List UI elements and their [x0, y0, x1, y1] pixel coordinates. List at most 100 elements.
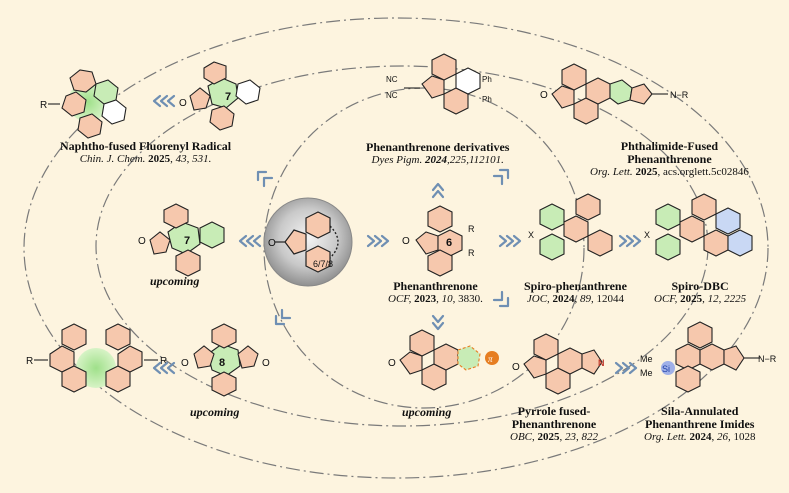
- svg-text:N−R: N−R: [758, 354, 777, 364]
- ref-volume: 43: [175, 153, 187, 165]
- ref-doi: acs.orglett.5c02846: [662, 166, 749, 178]
- ref-pages: 2225: [724, 293, 747, 305]
- label-spiro-phenanthrene: Spiro-phenanthrene JOC, 2024, 89, 12044: [524, 279, 627, 306]
- svg-text:Ph: Ph: [482, 95, 492, 104]
- ref-year: 2023: [414, 293, 437, 305]
- svg-text:O: O: [540, 90, 548, 101]
- ref-journal: Dyes Pigm.: [371, 154, 423, 166]
- svg-text:π: π: [488, 354, 493, 364]
- label-naphtho-fused: Naphtho-fused Fluorenyl Radical Chin. J.…: [60, 139, 232, 166]
- ref-journal: OCF,: [654, 293, 678, 305]
- arrow-right-sila: [614, 361, 638, 375]
- ref-pages: 112101.: [468, 154, 504, 166]
- ref-year: 2024: [552, 293, 575, 305]
- svg-text:N: N: [598, 358, 605, 368]
- svg-text:O: O: [262, 358, 270, 369]
- molecule-naphtho-fluorenyl-radical: [48, 69, 127, 139]
- molecule-phenanthrenone: [415, 205, 463, 277]
- svg-text:O: O: [181, 358, 189, 369]
- ref-year: 2024: [689, 431, 712, 443]
- svg-text:6/7/8: 6/7/8: [313, 259, 333, 269]
- svg-text:R: R: [468, 248, 475, 258]
- ref-pages: 1028: [733, 431, 756, 443]
- svg-text:O: O: [179, 98, 187, 109]
- label-phthalimide-fused: Phthalimide-Fused Phenanthrenone Org. Le…: [590, 139, 749, 179]
- molecule-spiro-dbc: [655, 193, 753, 261]
- molecule-eight-ring-dione: [193, 323, 259, 397]
- molecule-sila-annulated: [661, 321, 760, 393]
- label-title: Sila-Annulated: [661, 404, 739, 418]
- label-title: Pyrrole fused-: [517, 404, 591, 418]
- ref-volume: 23: [565, 431, 576, 443]
- label-phenanthrenone-derivatives: Phenanthrenone derivatives Dyes Pigm. 20…: [366, 140, 510, 167]
- ref-journal: Chin. J. Chem.: [79, 153, 146, 165]
- arrows: [152, 94, 642, 375]
- label-spiro-dbc: Spiro-DBC OCF, 2025, 12, 2225: [654, 279, 747, 306]
- label-title: Spiro-phenanthrene: [524, 279, 627, 293]
- ref-volume: 225: [449, 154, 467, 166]
- ref-journal: OCF,: [388, 293, 412, 305]
- svg-text:R: R: [468, 224, 475, 234]
- svg-text:7: 7: [184, 235, 190, 247]
- svg-text:X: X: [644, 230, 650, 240]
- label-phenanthrenone: Phenanthrenone OCF, 2023, 10, 3830.: [388, 279, 483, 306]
- arrow-right-spiro: [498, 234, 522, 248]
- label-title-line2: Phenanthrene Imides: [644, 417, 755, 431]
- molecule-phthalimide-fused: [551, 63, 668, 125]
- svg-text:X: X: [528, 230, 534, 240]
- ref-journal: JOC,: [526, 293, 550, 305]
- arrow-right-center: [366, 234, 390, 248]
- label-pyrrole-fused: Pyrrole fused- Phenanthrenone OBC, 2025,…: [510, 404, 598, 444]
- molecule-seven-ring-top: [189, 61, 261, 131]
- svg-text:O: O: [388, 358, 396, 369]
- ref-volume: 12: [707, 293, 719, 305]
- svg-text:Me: Me: [640, 368, 653, 378]
- ref-volume: 26: [716, 431, 728, 443]
- label-title: Phenanthrenone: [393, 279, 478, 293]
- label-title-line2: Phenanthrenone: [511, 417, 597, 431]
- label-upcoming-1: upcoming: [150, 274, 200, 288]
- label-title: Phenanthrenone derivatives: [366, 140, 510, 154]
- svg-text:NC: NC: [386, 75, 398, 84]
- arrow-downright: [492, 290, 510, 308]
- label-sila-annulated: Sila-Annulated Phenanthrene Imides Org. …: [644, 404, 756, 444]
- svg-text:O: O: [268, 238, 276, 249]
- molecule-pyrrole-fused: [523, 333, 603, 395]
- ref-year: 2025: [680, 293, 703, 305]
- svg-text:6: 6: [446, 237, 452, 249]
- arrow-upright: [492, 168, 510, 186]
- label-title: Naphtho-fused Fluorenyl Radical: [60, 139, 232, 153]
- svg-text:Me: Me: [640, 354, 653, 364]
- arrow-left-bottom: [152, 361, 176, 375]
- ref-journal: Org. Lett.: [590, 166, 633, 178]
- molecule-pi-extended-upcoming: [399, 329, 499, 391]
- svg-text:Si: Si: [662, 364, 670, 374]
- ref-year: 2024: [424, 154, 447, 166]
- ref-volume: 10: [441, 293, 453, 305]
- svg-text:R: R: [40, 100, 47, 111]
- svg-text:NC: NC: [386, 91, 398, 100]
- molecule-seven-ring-upcoming: [149, 203, 225, 277]
- arrow-upleft-top: [256, 170, 274, 188]
- ref-journal: Org. Lett.: [644, 431, 687, 443]
- arrow-down-center: [431, 314, 445, 331]
- arrow-left-mid: [238, 234, 262, 248]
- svg-text:R: R: [160, 356, 167, 367]
- ref-year: 2025: [148, 153, 171, 165]
- svg-text:R: R: [26, 356, 33, 367]
- ref-pages: 3830.: [458, 293, 483, 305]
- label-title: Spiro-DBC: [671, 279, 729, 293]
- svg-text:N−R: N−R: [670, 90, 689, 100]
- arrow-up-center: [431, 182, 445, 199]
- outer-orbit: [23, 17, 769, 479]
- ref-year: 2025: [537, 431, 560, 443]
- molecule-dicyano-phenanthrenone: [404, 53, 481, 115]
- label-title-line2: Phenanthrenone: [627, 152, 712, 166]
- svg-text:Ph: Ph: [482, 75, 492, 84]
- arrow-right-dbc: [618, 234, 642, 248]
- inner-orbit: [263, 87, 585, 409]
- svg-text:7: 7: [225, 91, 231, 103]
- ref-pages: 531.: [192, 153, 212, 165]
